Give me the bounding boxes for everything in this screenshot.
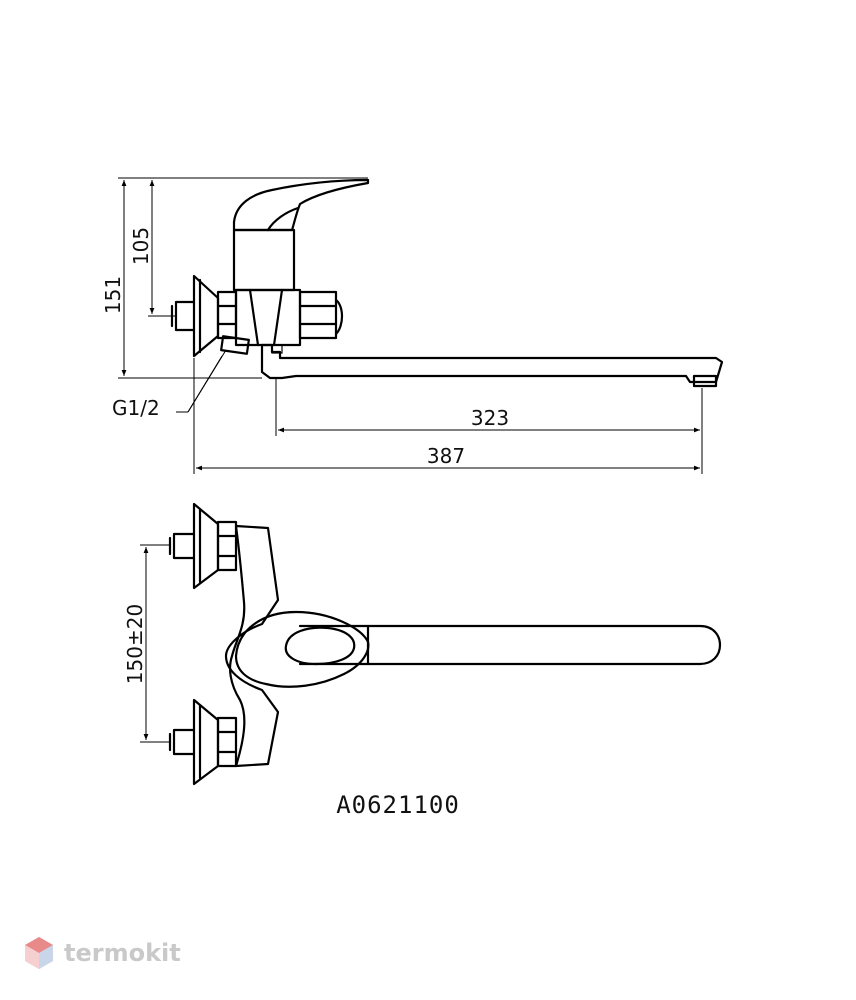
top-inlet-lower	[172, 728, 196, 756]
dim-height-axis: 105	[129, 180, 176, 317]
lever-handle	[232, 178, 370, 232]
dim-323-label: 323	[471, 406, 509, 430]
dim-387-label: 387	[427, 444, 465, 468]
dim-thread: G1/2	[112, 349, 227, 420]
lever-grip-oval	[284, 626, 356, 666]
watermark-text: termokit	[64, 939, 181, 967]
model-code: A0621100	[336, 791, 460, 819]
top-nut-upper	[216, 520, 238, 572]
side-inlet-pipe	[174, 300, 196, 332]
hexagon-logo-icon	[25, 937, 53, 969]
side-nut-left	[216, 290, 238, 340]
dim-151-label: 151	[101, 276, 125, 314]
top-lever	[234, 610, 370, 688]
dim-spout-reach: 323	[275, 378, 703, 474]
mixer-body	[234, 288, 302, 347]
top-body	[224, 524, 280, 768]
top-inlet-upper	[172, 532, 196, 560]
diverter-stub	[220, 335, 250, 355]
thread-label: G1/2	[112, 396, 160, 420]
top-nut-lower	[216, 716, 238, 768]
watermark: termokit	[24, 936, 181, 970]
dim-overall-length: 387	[193, 358, 700, 474]
dim-inlet-spacing: 150±20	[123, 544, 170, 743]
dim-height-total: 151	[101, 177, 368, 379]
dim-105-label: 105	[129, 227, 153, 265]
side-spout	[260, 343, 724, 384]
top-spout	[298, 624, 722, 666]
side-view	[170, 178, 724, 388]
lever-cap-side	[266, 206, 300, 232]
cartridge-body	[232, 228, 296, 292]
top-view	[168, 502, 722, 786]
side-flange	[192, 274, 220, 358]
top-flange-lower	[192, 698, 220, 786]
top-flange-upper	[192, 502, 220, 590]
dim-150-label: 150±20	[123, 604, 147, 684]
side-nut-right	[298, 290, 338, 340]
